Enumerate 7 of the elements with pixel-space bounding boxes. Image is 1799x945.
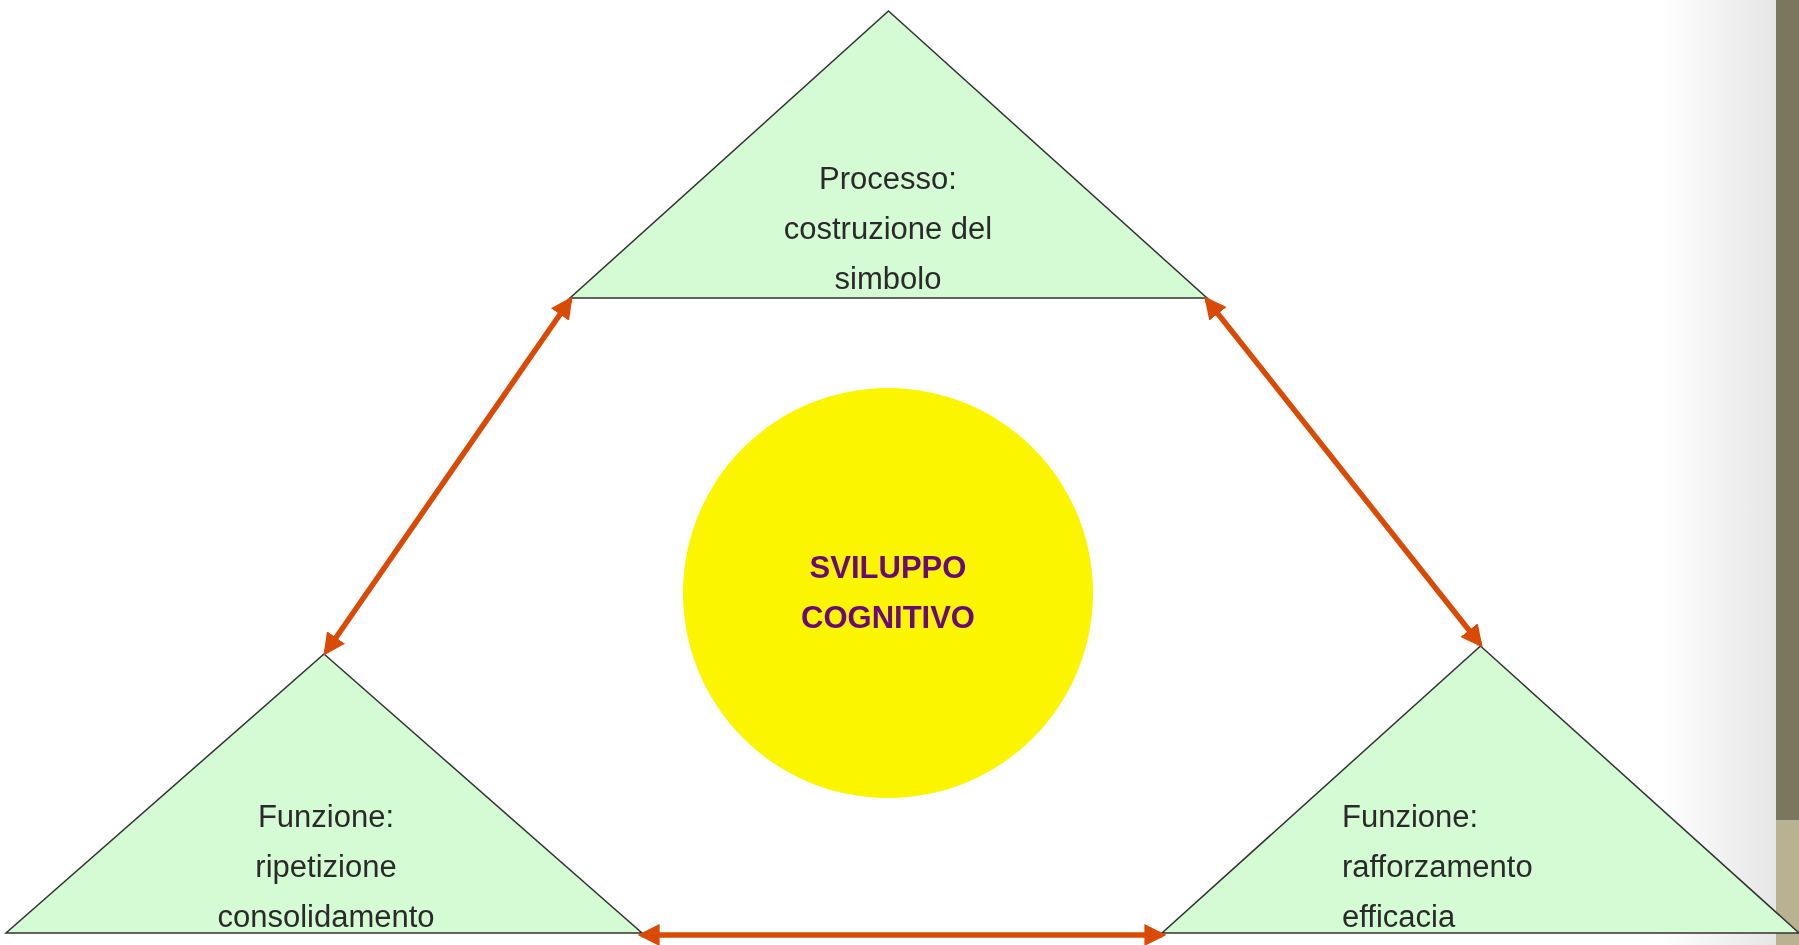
- double-arrow: [1204, 296, 1483, 648]
- node-label: Funzione: ripetizione consolidamento: [216, 798, 436, 936]
- node-label: Funzione: rafforzamento efficacia: [1342, 798, 1534, 936]
- double-arrow: [637, 924, 1167, 945]
- center-label: SVILUPPO COGNITIVO: [800, 549, 976, 637]
- double-arrow: [323, 296, 573, 656]
- node-label: Processo: costruzione del simbolo: [782, 160, 994, 298]
